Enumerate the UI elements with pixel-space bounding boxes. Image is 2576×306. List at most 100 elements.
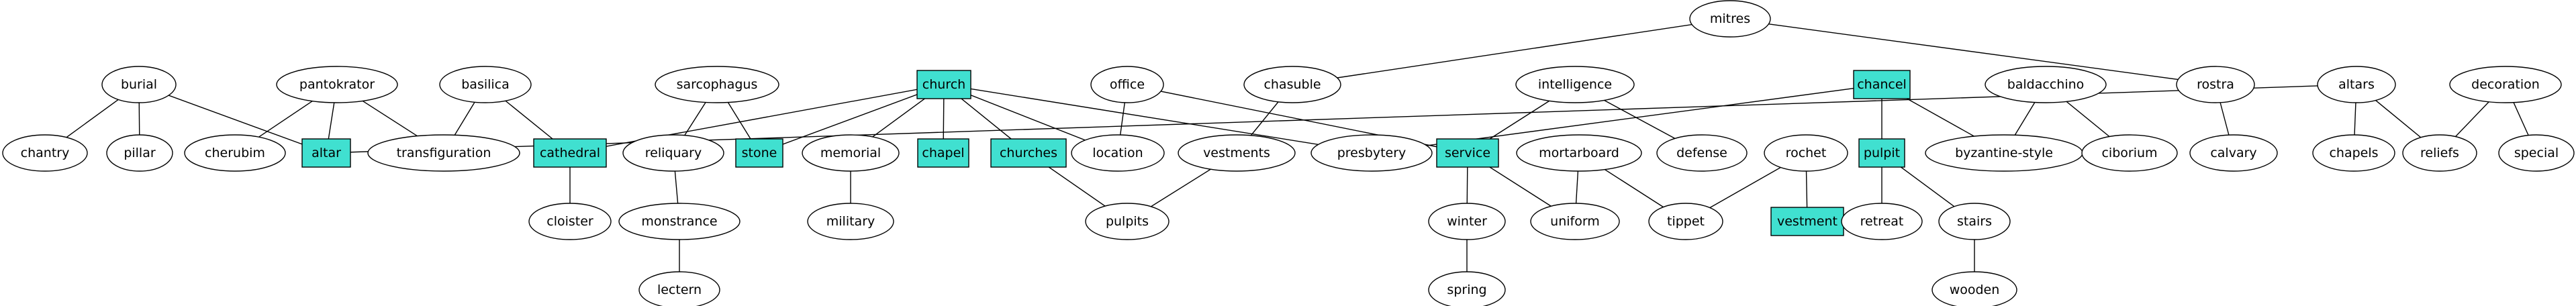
node-label: retreat bbox=[1860, 214, 1904, 229]
node-label: defense bbox=[1676, 146, 1727, 160]
node-label: monstrance bbox=[641, 214, 717, 229]
node-altars: altars bbox=[2317, 66, 2396, 103]
node-ellipse bbox=[618, 203, 741, 240]
node-basilica: basilica bbox=[439, 66, 532, 103]
node-box bbox=[735, 138, 783, 168]
node-sarcophagus: sarcophagus bbox=[655, 66, 779, 103]
node-calvary: calvary bbox=[2189, 134, 2278, 172]
node-pantokrator: pantokrator bbox=[276, 66, 398, 103]
node-ellipse bbox=[2402, 134, 2477, 172]
node-stairs: stairs bbox=[1938, 203, 2011, 240]
node-altar: altar bbox=[301, 138, 351, 168]
node-chapels: chapels bbox=[2312, 134, 2395, 172]
node-label: service bbox=[1445, 146, 1490, 160]
node-vestments: vestments bbox=[1178, 134, 1296, 172]
node-label: church bbox=[922, 77, 965, 92]
node-label: pulpit bbox=[1864, 146, 1900, 160]
node-label: intelligence bbox=[1538, 77, 1612, 92]
node-label: stairs bbox=[1957, 214, 1992, 229]
node-label: special bbox=[2514, 146, 2559, 160]
node-label: decoration bbox=[2471, 77, 2540, 92]
node-ellipse bbox=[1071, 134, 1165, 172]
node-label: vestments bbox=[1203, 146, 1270, 160]
node-label: reliefs bbox=[2420, 146, 2459, 160]
node-ellipse bbox=[1689, 0, 1771, 38]
node-ellipse bbox=[1530, 203, 1620, 240]
node-label: rostra bbox=[2197, 77, 2234, 92]
node-label: vestment bbox=[1777, 214, 1838, 229]
node-defense: defense bbox=[1656, 134, 1748, 172]
node-ellipse bbox=[2317, 66, 2396, 103]
node-box bbox=[1770, 207, 1844, 236]
node-pillar: pillar bbox=[106, 134, 173, 172]
node-pulpits: pulpits bbox=[1085, 203, 1170, 240]
node-memorial: memorial bbox=[802, 134, 900, 172]
node-byzantine-style: byzantine-style bbox=[1925, 134, 2083, 172]
node-ellipse bbox=[184, 134, 286, 172]
node-ellipse bbox=[1516, 134, 1642, 172]
node-ellipse bbox=[1841, 203, 1923, 240]
node-label: spring bbox=[1447, 283, 1486, 297]
node-label: stone bbox=[742, 146, 777, 160]
node-special: special bbox=[2498, 134, 2575, 172]
node-box bbox=[1436, 138, 1499, 168]
node-label: burial bbox=[121, 77, 157, 92]
node-chancel: chancel bbox=[1853, 70, 1911, 99]
node-label: baldacchino bbox=[2007, 77, 2085, 92]
node-tippet: tippet bbox=[1648, 203, 1723, 240]
node-label: reliquary bbox=[645, 146, 702, 160]
node-ciborium: ciborium bbox=[2081, 134, 2178, 172]
node-rochet: rochet bbox=[1764, 134, 1848, 172]
node-service: service bbox=[1436, 138, 1499, 168]
node-label: military bbox=[826, 214, 875, 229]
node-cloister: cloister bbox=[528, 203, 612, 240]
node-ellipse bbox=[1428, 203, 1506, 240]
node-label: sarcophagus bbox=[677, 77, 758, 92]
node-label: chasuble bbox=[1263, 77, 1321, 92]
edge-mitres-rostra bbox=[1729, 18, 2216, 85]
node-ellipse bbox=[367, 134, 520, 172]
node-label: wooden bbox=[1950, 283, 2000, 297]
node-label: lectern bbox=[657, 283, 702, 297]
node-chapel: chapel bbox=[917, 138, 969, 168]
node-box bbox=[917, 138, 969, 168]
node-label: byzantine-style bbox=[1955, 146, 2053, 160]
node-uniform: uniform bbox=[1530, 203, 1620, 240]
node-label: ciborium bbox=[2101, 146, 2157, 160]
node-decoration: decoration bbox=[2449, 66, 2562, 103]
node-ellipse bbox=[1178, 134, 1296, 172]
node-label: chapel bbox=[922, 146, 964, 160]
node-ellipse bbox=[2, 134, 88, 172]
node-label: office bbox=[1110, 77, 1145, 92]
node-label: presbytery bbox=[1337, 146, 1406, 160]
node-label: memorial bbox=[820, 146, 881, 160]
node-label: mortarboard bbox=[1539, 146, 1619, 160]
node-ellipse bbox=[1931, 271, 2017, 306]
node-ellipse bbox=[528, 203, 612, 240]
node-label: uniform bbox=[1550, 214, 1600, 229]
edge-church-cathedral bbox=[569, 84, 945, 154]
node-box bbox=[533, 138, 607, 168]
edge-church-presbytery bbox=[943, 84, 1372, 154]
node-label: rochet bbox=[1786, 146, 1827, 160]
node-ellipse bbox=[622, 134, 724, 172]
node-ellipse bbox=[1085, 203, 1170, 240]
node-label: transfiguration bbox=[397, 146, 491, 160]
node-ellipse bbox=[2176, 66, 2255, 103]
node-ellipse bbox=[655, 66, 779, 103]
node-label: altar bbox=[312, 146, 341, 160]
node-ellipse bbox=[101, 66, 177, 103]
node-vestment: vestment bbox=[1770, 207, 1844, 236]
node-intelligence: intelligence bbox=[1515, 66, 1635, 103]
node-ellipse bbox=[638, 271, 720, 306]
node-label: pillar bbox=[124, 146, 156, 160]
node-ellipse bbox=[1310, 134, 1433, 172]
node-ellipse bbox=[276, 66, 398, 103]
edge-mitres-chasuble bbox=[1292, 18, 1731, 85]
node-baldacchino: baldacchino bbox=[1985, 66, 2107, 103]
node-label: winter bbox=[1447, 214, 1487, 229]
node-ellipse bbox=[1243, 66, 1341, 103]
node-ellipse bbox=[802, 134, 900, 172]
node-ellipse bbox=[439, 66, 532, 103]
